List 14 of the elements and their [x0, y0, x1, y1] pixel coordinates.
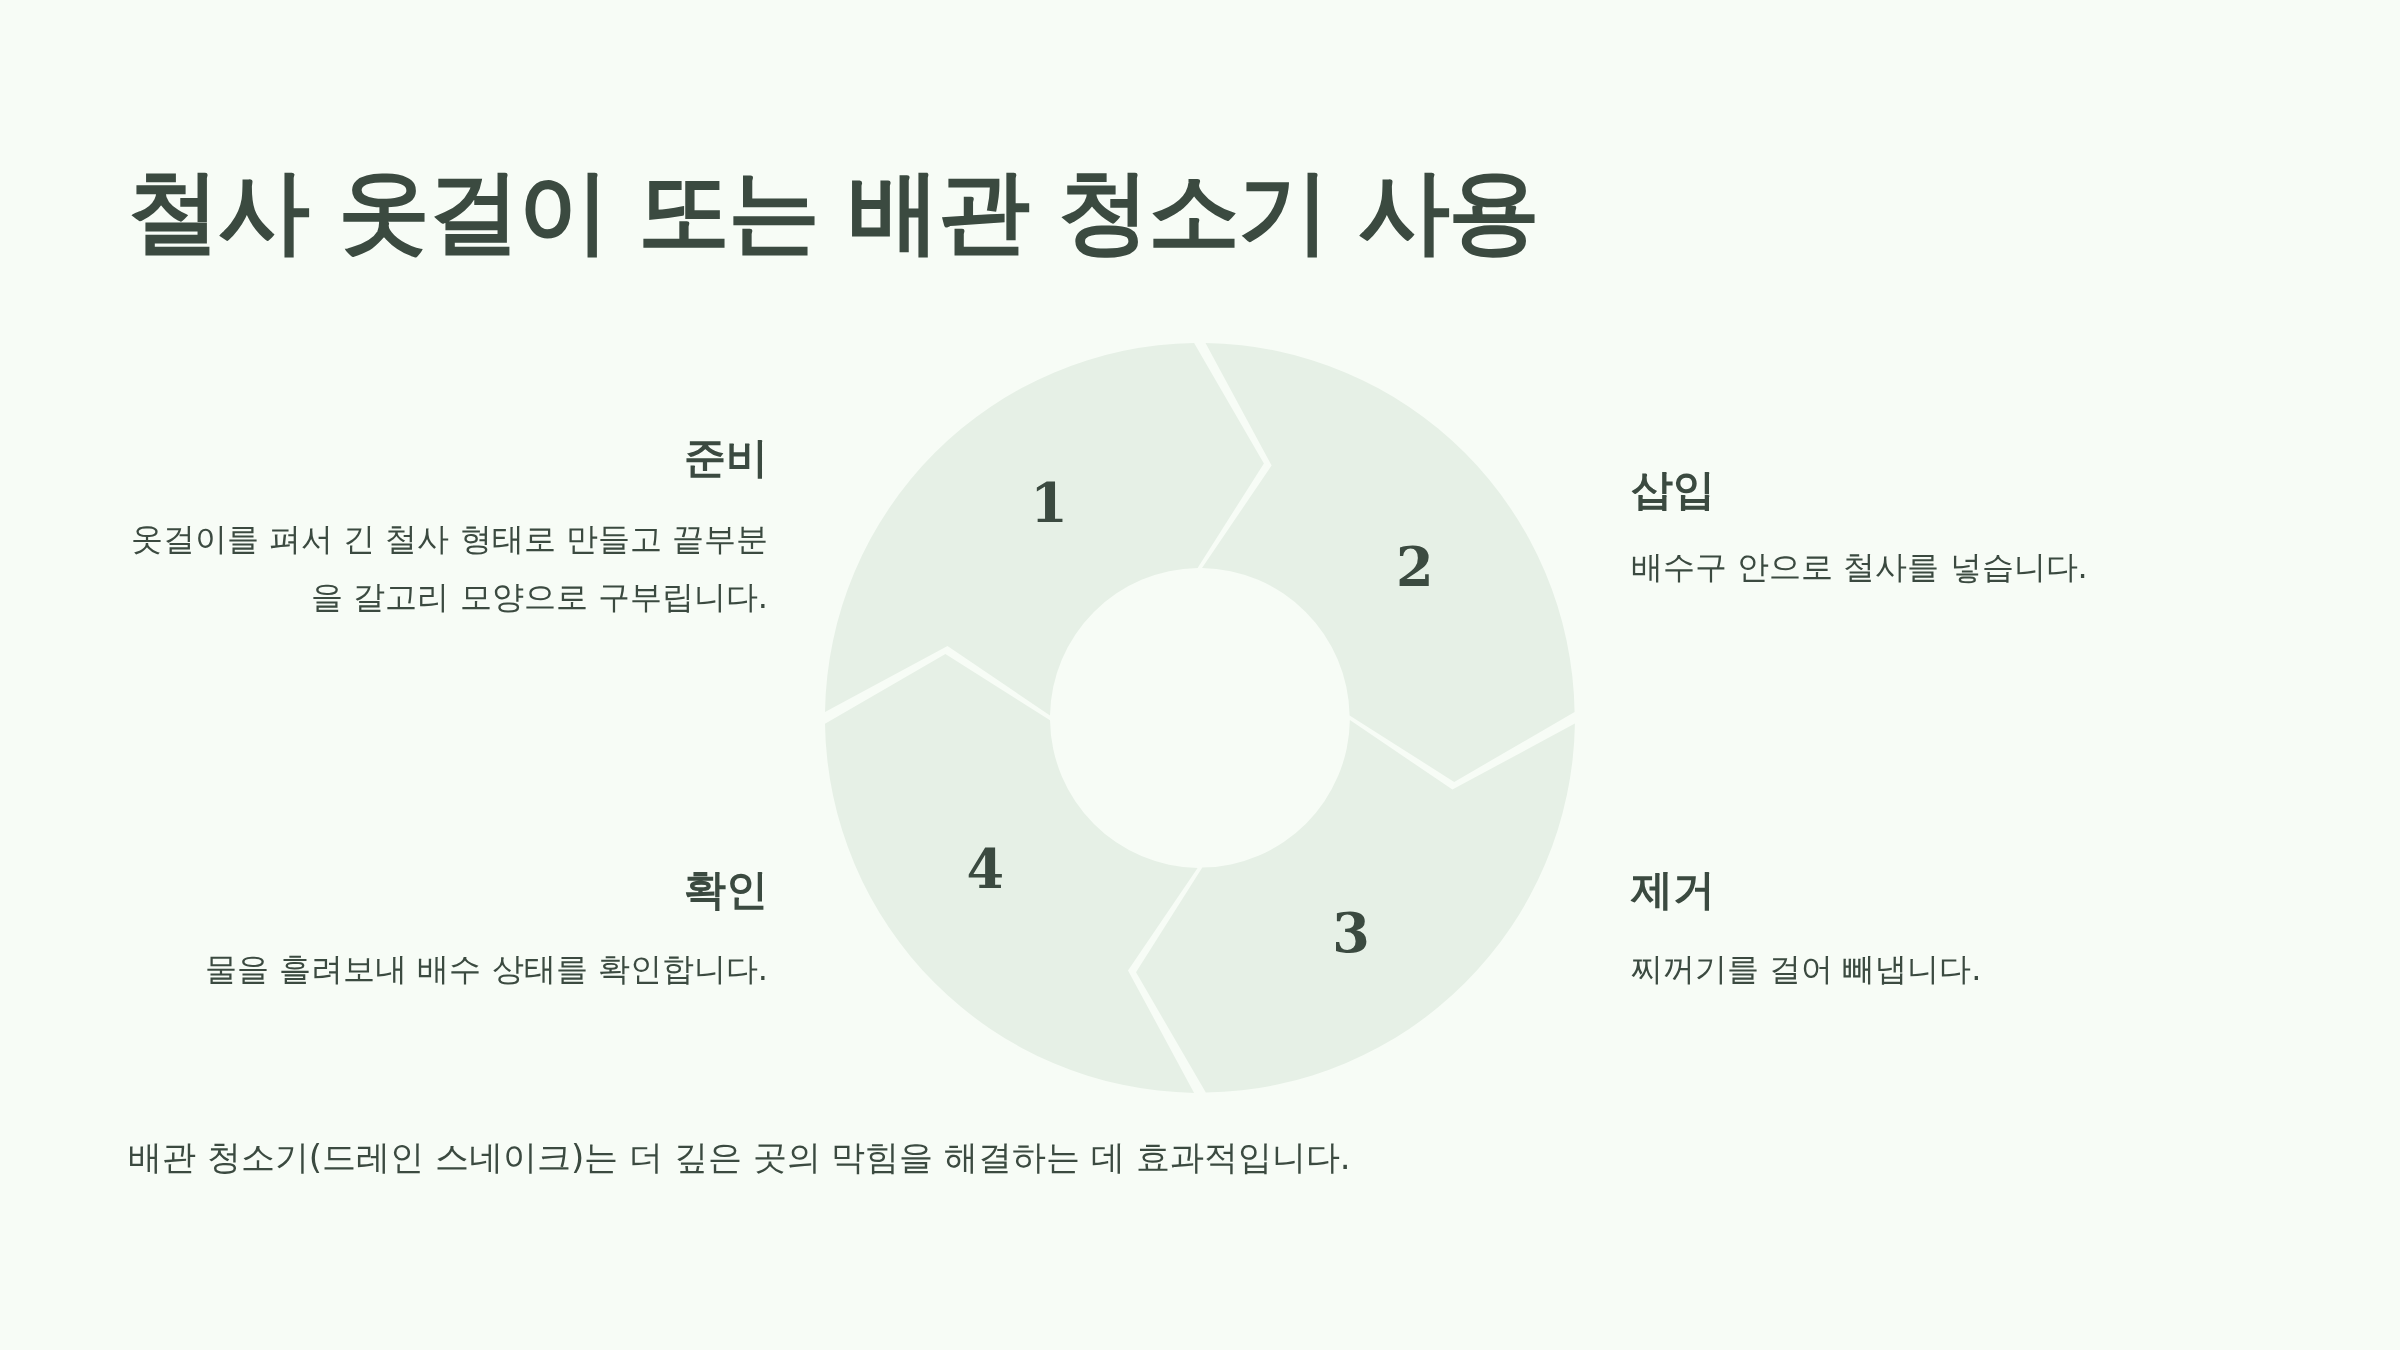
step-number: 4	[966, 841, 1004, 896]
step-description: 물을 흘려보내 배수 상태를 확인합니다.	[204, 949, 768, 990]
step-heading: 준비	[684, 432, 768, 484]
caption: 배관 청소기(드레인 스네이크)는 더 깊은 곳의 막힘을 해결하는 데 효과적입니다.	[128, 1136, 1351, 1179]
step-number: 1	[1030, 476, 1068, 531]
step-description: 찌꺼기를 걸어 빼냅니다.	[1631, 949, 1983, 990]
step-heading: 제거	[1631, 864, 1715, 916]
step-description: 옷걸이를 펴서 긴 철사 형태로 만들고 끝부분을 갈고리 모양으로 구부립니다.	[129, 519, 768, 618]
step-description: 배수구 안으로 철사를 넣습니다.	[1631, 547, 2089, 588]
title: 철사 옷걸이 또는 배관 청소기 사용	[128, 157, 1539, 267]
step-heading: 확인	[684, 864, 768, 916]
step-number: 2	[1395, 540, 1434, 595]
step-heading: 삽입	[1631, 464, 1715, 516]
step-number: 3	[1332, 905, 1370, 960]
